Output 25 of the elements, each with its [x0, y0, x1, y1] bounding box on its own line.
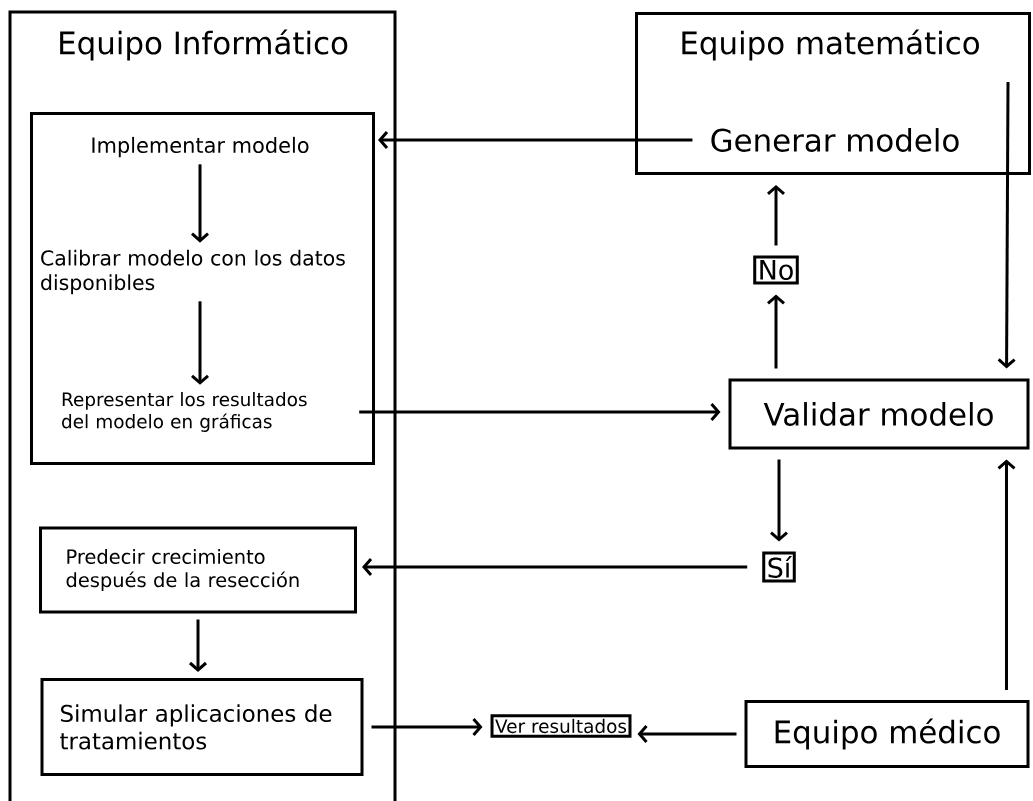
arrow — [997, 459, 1016, 690]
arrow — [637, 725, 737, 743]
arrow — [767, 185, 785, 246]
result-box: Ver resultados — [490, 714, 632, 738]
arrow — [189, 619, 207, 672]
step-text: Implementar modelo — [92, 136, 309, 158]
arrow — [378, 131, 693, 149]
arrow — [770, 459, 788, 542]
group-box — [30, 112, 375, 465]
process-box: Validar modelo — [728, 378, 1030, 450]
arrow — [191, 164, 209, 243]
answer-box: No — [753, 255, 799, 285]
team-box: Equipo médico — [744, 700, 1030, 768]
arrow — [997, 82, 1016, 369]
arrow — [359, 403, 721, 421]
step-text: Calibrar modelo con los datos disponibles — [41, 249, 345, 295]
arrow — [767, 294, 785, 369]
step-text: Generar modelo — [711, 128, 959, 152]
step-text: Representar los resultados del modelo en gráficas — [62, 392, 307, 432]
process-box: Predecir crecimiento después de la resección — [39, 526, 357, 614]
arrow — [191, 301, 209, 385]
arrow — [362, 558, 748, 576]
answer-box: Sí — [762, 551, 796, 583]
process-box: Simular aplicaciones de tratamientos — [40, 678, 364, 776]
arrow — [371, 718, 483, 736]
